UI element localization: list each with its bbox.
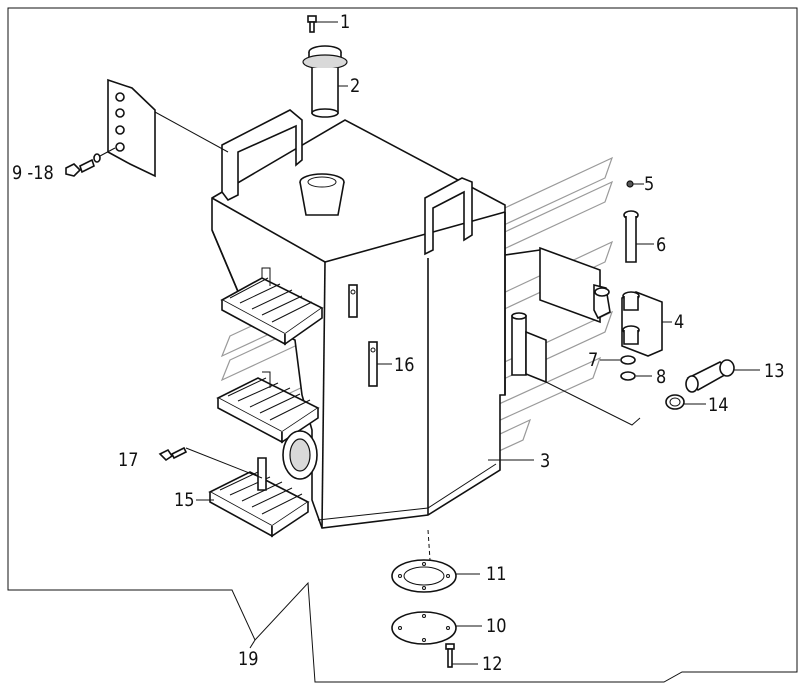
part-12-bolt bbox=[445, 643, 478, 668]
callout-2: 2 bbox=[350, 75, 361, 97]
callout-14: 14 bbox=[708, 394, 729, 416]
step-middle bbox=[216, 371, 320, 444]
step-lower bbox=[208, 457, 310, 538]
callout-11: 11 bbox=[486, 563, 507, 585]
body-hinge bbox=[511, 312, 641, 426]
boundary-leader-19 bbox=[249, 639, 256, 649]
callout-4: 4 bbox=[674, 311, 685, 333]
filler-neck bbox=[299, 173, 345, 216]
callout-15: 15 bbox=[174, 489, 195, 511]
side-door-plate bbox=[504, 246, 611, 324]
callout-8: 8 bbox=[656, 366, 667, 388]
step-upper bbox=[220, 267, 324, 346]
callout-12: 12 bbox=[482, 653, 503, 675]
callout-16: 16 bbox=[394, 354, 415, 376]
callout-5: 5 bbox=[644, 173, 655, 195]
callout-19: 19 bbox=[238, 648, 259, 670]
part-1-bolt bbox=[307, 15, 336, 33]
callout-7: 7 bbox=[588, 349, 599, 371]
callout-1: 1 bbox=[340, 11, 351, 33]
part-4-hinge bbox=[621, 291, 672, 357]
drain-axis-line bbox=[427, 529, 431, 561]
part-10-cover bbox=[391, 611, 482, 645]
lifting-handle-left bbox=[221, 109, 303, 202]
part-9-18-bolt-washer bbox=[65, 147, 116, 177]
part-8-washer bbox=[620, 371, 652, 381]
callout-10: 10 bbox=[486, 615, 507, 637]
part-2-strainer bbox=[302, 45, 348, 118]
assembly-boundary bbox=[7, 7, 798, 683]
side-plate-upper-left bbox=[107, 78, 229, 178]
callout-17: 17 bbox=[118, 449, 139, 471]
callout-9-18: 9 -18 bbox=[12, 162, 54, 184]
part-7-washer bbox=[600, 355, 636, 365]
inspection-opening bbox=[282, 430, 318, 480]
part-16-bracket bbox=[348, 284, 392, 387]
callout-6: 6 bbox=[656, 234, 667, 256]
part-14-ring bbox=[665, 394, 706, 410]
callout-13: 13 bbox=[764, 360, 785, 382]
part-17-bolt bbox=[158, 446, 263, 479]
part-11-gasket bbox=[391, 559, 480, 593]
part-13-pin bbox=[685, 359, 760, 393]
callout-3: 3 bbox=[540, 450, 551, 472]
lifting-handle-right bbox=[424, 177, 473, 256]
part-6-hinge-pin bbox=[623, 210, 654, 263]
